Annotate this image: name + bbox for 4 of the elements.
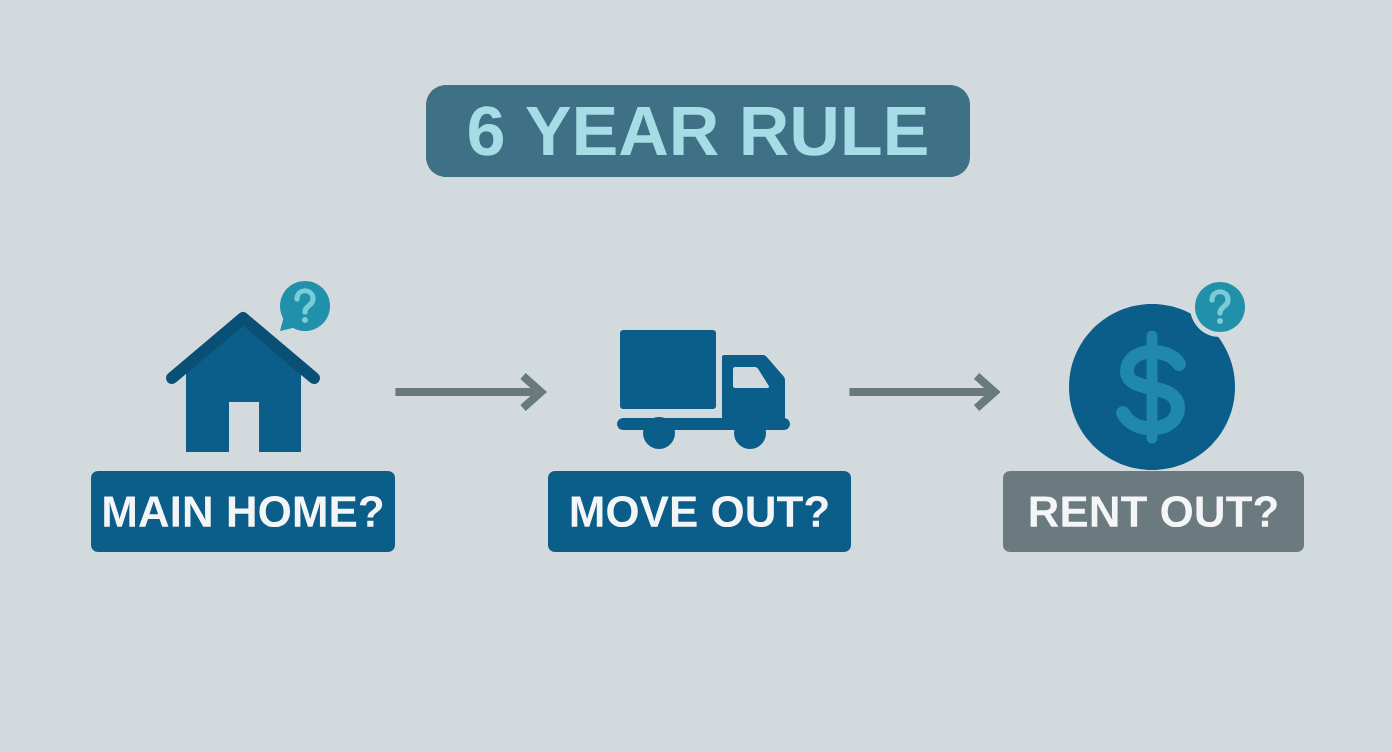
label-box: RENT OUT?: [1003, 471, 1304, 552]
label-box: MOVE OUT?: [548, 471, 851, 552]
title-banner: 6 YEAR RULE: [426, 85, 970, 177]
label-box: MAIN HOME?: [91, 471, 395, 552]
